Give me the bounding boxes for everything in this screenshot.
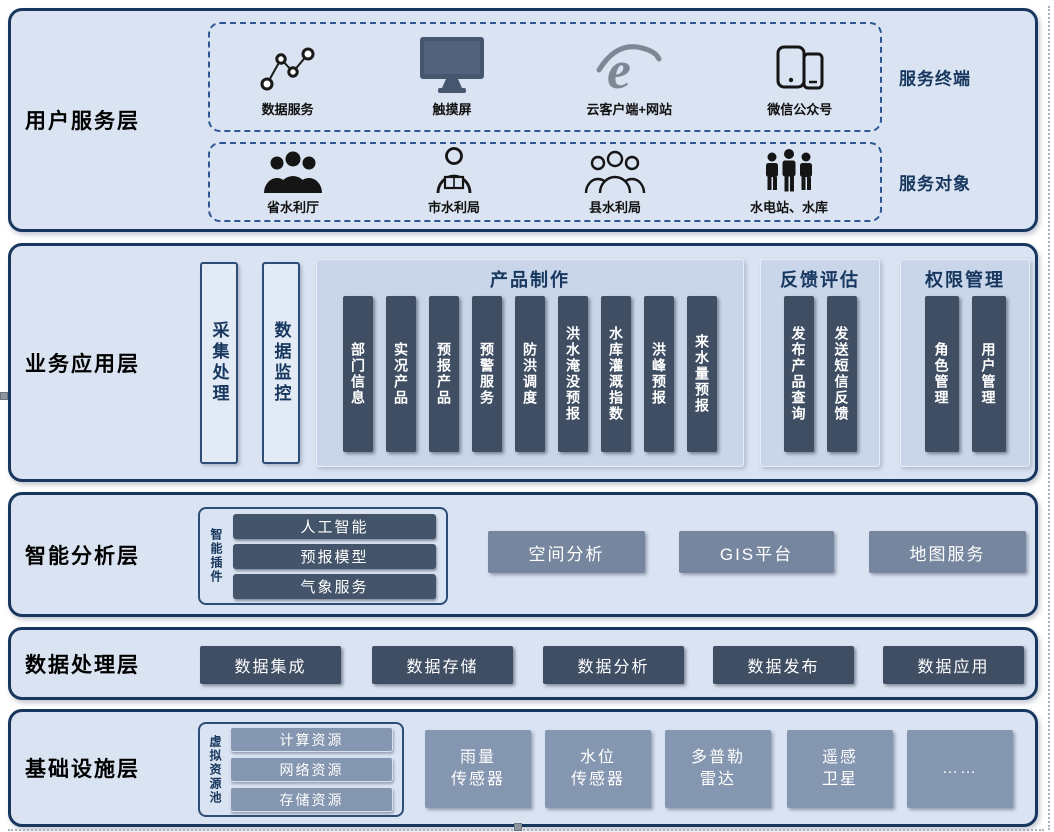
permission-management-title: 权限管理 xyxy=(925,270,1005,290)
resize-handle-bottom[interactable] xyxy=(514,823,522,831)
data-application-box: 数据应用 xyxy=(883,646,1024,684)
layer-title-business-application: 业务应用层 xyxy=(25,352,140,376)
terminal-label-wechat: 微信公众号 xyxy=(767,102,833,117)
collect-process-box: 采集处理 xyxy=(200,262,238,464)
person-outline-icon xyxy=(431,147,477,194)
feedback-evaluation-panel: 反馈评估 发布产品查询 发送短信反馈 xyxy=(760,259,880,467)
terminal-item-cloud-client: e 云客户端+网站 xyxy=(586,36,672,118)
terminal-item-data-service: 数据服务 xyxy=(258,36,318,118)
feedback-box-product-query: 发布产品查询 xyxy=(783,296,814,452)
cloud-client-browser-icon: e xyxy=(595,36,663,96)
product-box-forecast-product: 预报产品 xyxy=(429,296,459,452)
layer-infrastructure: 基础设施层 虚拟资源池 计算资源 网络资源 存储资源 雨量 传感器 水位 传感器… xyxy=(8,709,1038,827)
terminal-item-wechat: 微信公众号 xyxy=(767,36,832,118)
remote-sensing-satellite-box: 遥感 卫星 xyxy=(787,730,893,808)
target-item-county: 县水利局 xyxy=(584,148,646,216)
terminal-label-data-service: 数据服务 xyxy=(261,102,314,117)
water-level-sensor-box: 水位 传感器 xyxy=(545,730,651,808)
layer-intelligent-analysis: 智能分析层 智能插件 人工智能 预报模型 气象服务 空间分析 GIS平台 地图服… xyxy=(8,492,1038,617)
virtual-resource-pool-panel: 虚拟资源池 计算资源 网络资源 存储资源 xyxy=(198,722,404,817)
terminal-item-touch-screen: 触摸屏 xyxy=(413,36,491,118)
data-publish-box: 数据发布 xyxy=(713,646,854,684)
data-analysis-box: 数据分析 xyxy=(543,646,684,684)
collect-process-label: 采集处理 xyxy=(209,321,229,405)
layer-business-application: 业务应用层 采集处理 数据监控 产品制作 部门信息 实况产品 预报产品 预警服务… xyxy=(8,243,1038,482)
product-box-peak-forecast: 洪峰预报 xyxy=(644,296,674,452)
standing-figures-icon xyxy=(760,148,818,194)
spatial-analysis-box: 空间分析 xyxy=(488,531,645,573)
product-box-warning-service: 预警服务 xyxy=(472,296,502,452)
virtual-resource-pool-label: 虚拟资源池 xyxy=(208,734,222,805)
pool-box-compute: 计算资源 xyxy=(230,727,393,752)
plugin-box-ai: 人工智能 xyxy=(233,513,436,539)
data-service-icon xyxy=(258,36,318,96)
ellipsis-box: …… xyxy=(907,730,1013,808)
intelligent-plugin-items: 人工智能 预报模型 气象服务 xyxy=(233,513,436,599)
pool-box-network: 网络资源 xyxy=(230,757,393,782)
data-storage-box: 数据存储 xyxy=(372,646,513,684)
product-box-flood-dispatch: 防洪调度 xyxy=(515,296,545,452)
terminal-label-cloud-client: 云客户端+网站 xyxy=(586,102,672,117)
plugin-box-forecast-model: 预报模型 xyxy=(233,543,436,569)
touch-screen-icon xyxy=(413,36,491,96)
service-target-group: 省水利厅 市水利局 xyxy=(208,142,882,222)
service-terminal-group: 数据服务 触摸屏 e xyxy=(208,22,882,132)
target-item-city: 市水利局 xyxy=(427,147,480,216)
product-making-title: 产品制作 xyxy=(490,270,570,290)
selection-border-bottom xyxy=(8,829,1044,831)
target-item-province: 省水利厅 xyxy=(262,148,324,216)
map-service-box: 地图服务 xyxy=(869,531,1026,573)
wechat-account-devices-icon xyxy=(773,36,827,96)
rain-sensor-box: 雨量 传感器 xyxy=(425,730,531,808)
permission-management-panel: 权限管理 角色管理 用户管理 xyxy=(900,259,1030,467)
permission-management-items: 角色管理 用户管理 xyxy=(924,292,1006,466)
terminal-label-touch-screen: 触摸屏 xyxy=(432,102,472,117)
product-box-inflow-forecast: 来水量预报 xyxy=(687,296,717,452)
people-outline-icon xyxy=(584,148,646,194)
layer-title-infrastructure: 基础设施层 xyxy=(25,758,140,781)
layer-title-user-service: 用户服务层 xyxy=(25,110,140,133)
selection-border-right xyxy=(1048,6,1050,830)
product-box-inundation-forecast: 洪水淹没预报 xyxy=(558,296,588,452)
product-box-irrigation-index: 水库灌溉指数 xyxy=(601,296,631,452)
people-solid-icon xyxy=(262,148,324,194)
intelligent-plugin-panel: 智能插件 人工智能 预报模型 气象服务 xyxy=(198,507,448,605)
target-label-city: 市水利局 xyxy=(427,200,480,215)
target-item-station: 水电站、水库 xyxy=(750,148,828,216)
intelligent-plugin-label: 智能插件 xyxy=(209,528,223,584)
feedback-evaluation-items: 发布产品查询 发送短信反馈 xyxy=(783,292,857,466)
product-box-dept-info: 部门信息 xyxy=(343,296,373,452)
service-terminal-side-label: 服务终端 xyxy=(899,69,971,89)
layer-title-data-processing: 数据处理层 xyxy=(25,653,140,677)
plugin-box-weather-service: 气象服务 xyxy=(233,573,436,599)
data-integration-box: 数据集成 xyxy=(200,646,341,684)
layer-title-intelligent-analysis: 智能分析层 xyxy=(25,544,140,568)
pool-box-storage: 存储资源 xyxy=(230,787,393,812)
data-monitor-label: 数据监控 xyxy=(271,321,291,405)
gis-platform-box: GIS平台 xyxy=(679,531,834,573)
permission-box-role-mgmt: 角色管理 xyxy=(924,296,959,452)
product-making-items: 部门信息 实况产品 预报产品 预警服务 防洪调度 洪水淹没预报 水库灌溉指数 洪… xyxy=(343,292,717,466)
resize-handle-left[interactable] xyxy=(0,392,8,400)
layer-user-service: 用户服务层 数据服务 xyxy=(8,8,1038,232)
virtual-resource-pool-items: 计算资源 网络资源 存储资源 xyxy=(230,727,393,812)
feedback-evaluation-title: 反馈评估 xyxy=(780,270,860,290)
target-label-county: 县水利局 xyxy=(588,200,641,215)
data-monitor-box: 数据监控 xyxy=(262,262,300,464)
target-label-province: 省水利厅 xyxy=(266,200,319,215)
feedback-box-sms-feedback: 发送短信反馈 xyxy=(826,296,857,452)
product-making-panel: 产品制作 部门信息 实况产品 预报产品 预警服务 防洪调度 洪水淹没预报 水库灌… xyxy=(316,259,744,467)
doppler-radar-box: 多普勒 雷达 xyxy=(665,730,771,808)
product-box-live-product: 实况产品 xyxy=(386,296,416,452)
permission-box-user-mgmt: 用户管理 xyxy=(971,296,1006,452)
target-label-station: 水电站、水库 xyxy=(749,200,828,215)
layer-data-processing: 数据处理层 数据集成 数据存储 数据分析 数据发布 数据应用 xyxy=(8,627,1038,700)
service-target-side-label: 服务对象 xyxy=(899,174,971,194)
